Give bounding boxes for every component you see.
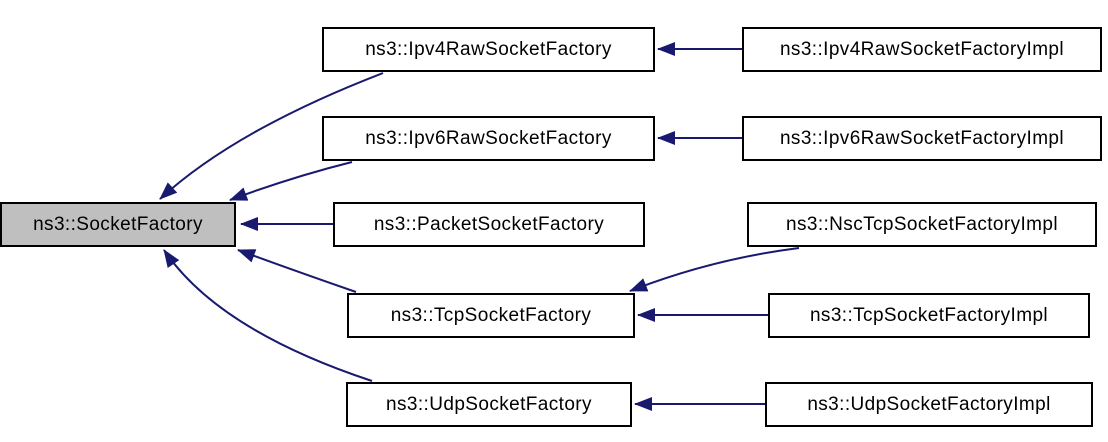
node-ipv6-raw-socket-factory-impl[interactable]: ns3::Ipv6RawSocketFactoryImpl: [742, 116, 1102, 161]
node-ipv6-raw-socket-factory[interactable]: ns3::Ipv6RawSocketFactory: [322, 116, 655, 161]
node-udp-socket-factory-impl[interactable]: ns3::UdpSocketFactoryImpl: [765, 382, 1093, 427]
edge-ipv6raw-to-socketfactory: [229, 161, 353, 201]
edge-nsctcpimpl-to-tcp: [629, 247, 800, 292]
node-tcp-socket-factory-impl[interactable]: ns3::TcpSocketFactoryImpl: [768, 293, 1090, 338]
node-ipv4-raw-socket-factory[interactable]: ns3::Ipv4RawSocketFactory: [322, 27, 655, 72]
node-tcp-socket-factory[interactable]: ns3::TcpSocketFactory: [347, 293, 635, 338]
node-packet-socket-factory[interactable]: ns3::PacketSocketFactory: [333, 202, 645, 247]
edge-udp-to-socketfactory: [163, 249, 373, 382]
node-socket-factory: ns3::SocketFactory: [0, 202, 236, 247]
edge-tcp-to-socketfactory: [237, 249, 357, 293]
edge-ipv4raw-to-socketfactory: [159, 72, 384, 200]
node-nsc-tcp-socket-factory-impl[interactable]: ns3::NscTcpSocketFactoryImpl: [747, 202, 1097, 247]
node-udp-socket-factory[interactable]: ns3::UdpSocketFactory: [346, 382, 632, 427]
node-ipv4-raw-socket-factory-impl[interactable]: ns3::Ipv4RawSocketFactoryImpl: [742, 27, 1102, 72]
